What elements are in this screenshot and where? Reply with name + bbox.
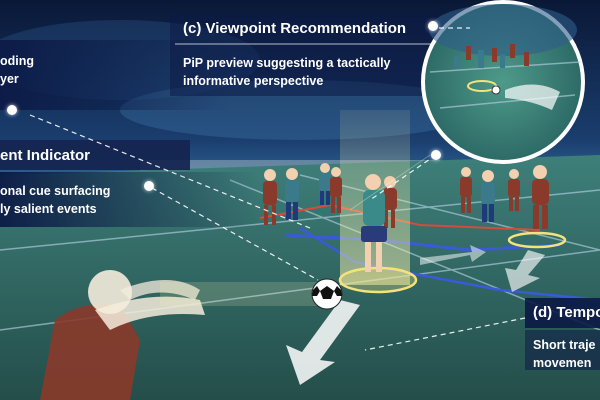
player: [532, 165, 549, 229]
players: [263, 163, 549, 272]
salient-ring: [507, 231, 567, 249]
temporal-desc-bg: [525, 330, 600, 370]
pip-connector: [349, 154, 431, 211]
viewpoint-panel-bg: [170, 12, 440, 96]
callout-dot-icon: [428, 21, 438, 31]
callout-dot-icon: [144, 181, 154, 191]
player: [263, 169, 277, 225]
soccer-ball-icon: [311, 278, 343, 310]
player: [460, 167, 472, 213]
player: [481, 170, 495, 222]
encoding-panel: oding yer: [0, 52, 34, 88]
foreground-player: [40, 270, 330, 400]
indicator-panel-bg: [0, 140, 190, 170]
viewpoint-description: PiP preview suggesting a tactically info…: [183, 54, 391, 90]
indicator-line-1: onal cue surfacing: [0, 184, 111, 198]
player: [330, 167, 342, 213]
temporal-description: Short traje movemen: [533, 336, 600, 372]
encoding-line-2: yer: [0, 72, 19, 86]
callout-dot-icon: [431, 150, 441, 160]
viewpoint-title: (c) Viewpoint Recommendation: [183, 20, 407, 37]
temporal-panel-bg: [525, 298, 600, 328]
pip-preview: [421, 0, 585, 164]
trajectory-arrows: [286, 245, 545, 385]
indicator-title: ent Indicator: [0, 147, 91, 164]
player: [285, 168, 299, 220]
player: [508, 169, 520, 211]
viewpoint-line-2: informative perspective: [183, 74, 324, 88]
callout-lines: [29, 27, 526, 351]
indicator-line-2: ly salient events: [0, 202, 97, 216]
temporal-line-2: movemen: [533, 356, 592, 370]
player-highlighted: [361, 174, 387, 272]
temporal-line-1: Short traje: [533, 338, 596, 352]
viewpoint-line-1: PiP preview suggesting a tactically: [183, 56, 391, 70]
player: [319, 163, 331, 205]
callout-dot-icon: [7, 105, 17, 115]
indicator-description: onal cue surfacing ly salient events: [0, 182, 110, 218]
player: [383, 176, 397, 228]
encoding-line-1: oding: [0, 54, 35, 68]
temporal-title: (d) Tempo: [533, 304, 600, 321]
indicator-desc-bg: [0, 172, 260, 227]
